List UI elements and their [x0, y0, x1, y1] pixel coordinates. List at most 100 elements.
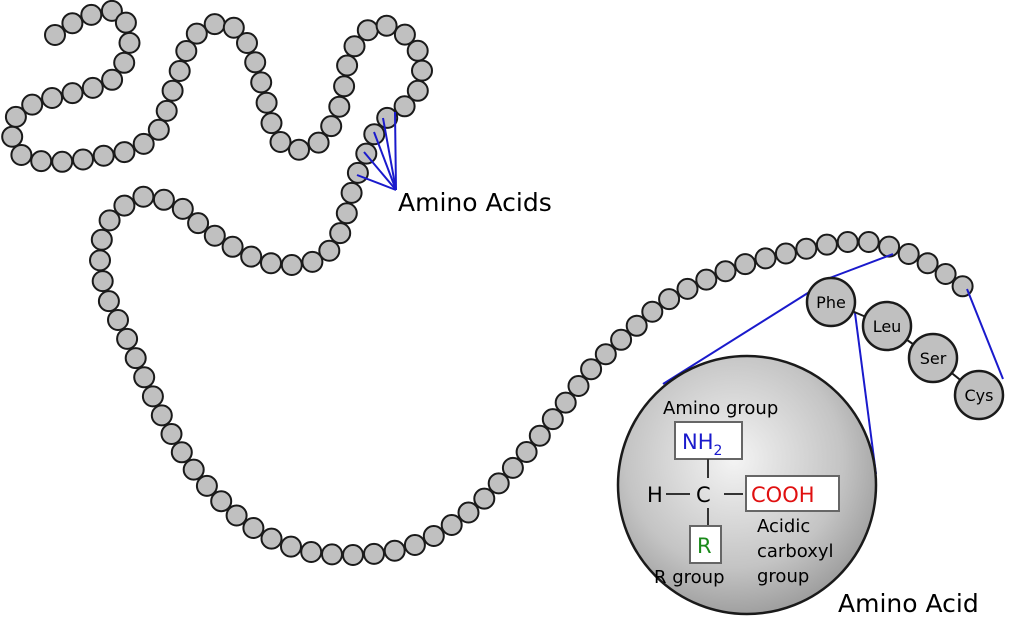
- amino-acid-bead: [343, 35, 366, 58]
- amino-acid-bead: [260, 112, 283, 135]
- amino-acid-bead: [318, 239, 341, 262]
- amino-acid-bead: [260, 252, 282, 275]
- r-group-formula: R: [697, 534, 712, 558]
- amino-acid-bead: [280, 535, 302, 558]
- amino-acid-bead: [321, 543, 343, 566]
- amino-acid-bead: [113, 141, 136, 164]
- amino-acid-bead: [118, 31, 141, 54]
- residue-phe: [805, 276, 857, 328]
- amino-acid-bead: [203, 13, 226, 36]
- amino-acid-bead: [124, 347, 147, 370]
- amino-acid-bead: [1, 125, 24, 148]
- amino-acid-bead: [335, 202, 358, 225]
- amino-acid-bead: [171, 197, 194, 220]
- zoom-line: [826, 253, 894, 280]
- amino-acid-bead: [774, 242, 797, 265]
- amino-acid-bead: [567, 375, 590, 397]
- amino-acid-bead: [10, 144, 33, 166]
- amino-acid-bead: [187, 212, 210, 235]
- amino-acid-bead: [528, 424, 551, 447]
- amino-acid-bead: [41, 87, 64, 109]
- amino-acids-pointers: [356, 111, 397, 191]
- amino-acid-bead: [411, 59, 433, 82]
- carboxyl-label-line3: group: [757, 566, 809, 587]
- amino-group-label: Amino group: [663, 398, 778, 419]
- amino-acid-bead: [269, 131, 292, 153]
- amino-acid-bead: [815, 233, 838, 256]
- amino-acid-bead: [795, 237, 818, 260]
- amino-acids-label: Amino Acids: [398, 188, 552, 217]
- carbon-label: C: [696, 483, 711, 507]
- amino-acid-bead: [185, 22, 208, 45]
- amino-acid-bead: [97, 290, 120, 313]
- amino-acid-bead: [356, 19, 379, 42]
- amino-acid-bead: [152, 188, 175, 211]
- amino-acid-bead: [422, 525, 445, 547]
- amino-acid-bead: [336, 54, 359, 77]
- carboxyl-label-line1: Acidic: [757, 516, 810, 537]
- amino-acid-bead: [161, 79, 184, 102]
- zoom-line: [966, 288, 1004, 380]
- amino-group-formula: NH2: [682, 430, 722, 459]
- amino-acid-bead: [98, 209, 121, 232]
- amino-acid-bead: [155, 99, 178, 122]
- zoom-line: [854, 312, 877, 475]
- amino-acid-bead: [625, 314, 648, 337]
- amino-acid-bead: [288, 138, 310, 161]
- amino-acid-bead: [333, 75, 356, 98]
- amino-acid-bead: [250, 71, 273, 94]
- amino-acid-bead: [242, 517, 265, 539]
- amino-acid-bead: [393, 23, 416, 46]
- amino-acid-bead: [363, 542, 385, 565]
- amino-acid-bead: [114, 11, 137, 34]
- amino-acid-bead: [473, 487, 496, 510]
- amino-acid-bead: [90, 228, 113, 251]
- pointer-line: [356, 174, 397, 191]
- amino-acid-bead: [280, 254, 303, 276]
- amino-acid-bead: [225, 504, 248, 527]
- amino-acid-bead: [195, 474, 218, 497]
- amino-acid-bead: [160, 423, 183, 445]
- amino-acid-bead: [754, 247, 777, 270]
- carboxyl-box: [745, 475, 840, 512]
- amino-acid-bead: [342, 544, 364, 566]
- amino-acid-bead: [375, 14, 398, 37]
- amino-acid-bead: [116, 327, 139, 350]
- amino-acid-label: Amino Acid: [838, 589, 979, 618]
- amino-group-box: [674, 421, 743, 460]
- amino-acid-bead: [222, 16, 245, 39]
- amino-acid-bead: [594, 343, 617, 366]
- amino-acid-bead: [610, 328, 633, 351]
- amino-acid-bead: [80, 3, 103, 26]
- amino-acid-bead: [30, 150, 53, 173]
- carboxyl-formula: COOH: [751, 483, 815, 507]
- zoom-line: [662, 290, 812, 385]
- residue-label: Cys: [965, 386, 994, 405]
- amino-acid-bead: [170, 441, 193, 464]
- amino-acid-bead: [240, 245, 263, 268]
- amino-acid-bead: [61, 12, 84, 35]
- amino-acid-bead: [515, 441, 538, 463]
- amino-acid-bead: [141, 385, 164, 408]
- amino-acid-bead: [182, 458, 205, 481]
- r-group-box: [689, 525, 722, 564]
- amino-acid-bead: [61, 82, 84, 105]
- amino-acid-bead: [676, 277, 699, 300]
- amino-acid-bead: [150, 404, 173, 427]
- amino-acid-bead: [72, 148, 94, 171]
- amino-acid-bead: [44, 24, 66, 46]
- amino-acid-bead: [4, 105, 27, 128]
- amino-acid-bead: [175, 40, 198, 62]
- amino-acid-bead: [897, 243, 920, 265]
- amino-acid-bead: [695, 268, 718, 291]
- amino-acid-bead: [92, 144, 115, 167]
- amino-acid-bead: [580, 358, 603, 381]
- amino-acid-bead: [641, 300, 664, 323]
- amino-acid-bead: [403, 534, 426, 556]
- amino-acid-bead: [554, 391, 577, 414]
- amino-acid-bead: [101, 68, 124, 91]
- amino-acid-bead: [89, 249, 111, 272]
- amino-acid-bead: [300, 541, 323, 563]
- amino-acid-bead: [934, 263, 957, 285]
- amino-acid-bead: [132, 185, 155, 208]
